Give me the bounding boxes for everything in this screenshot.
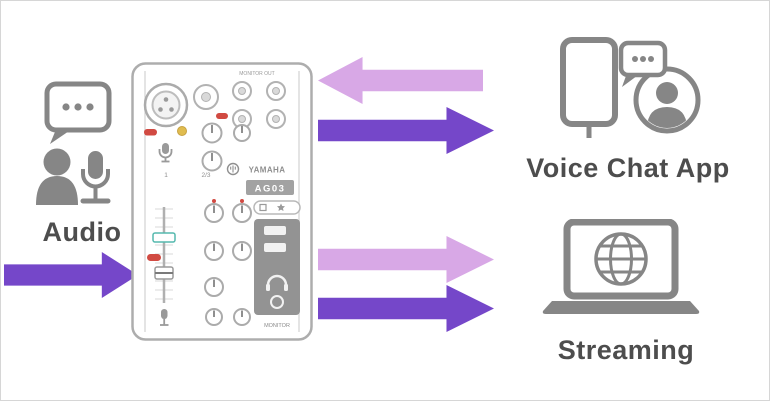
speech-bubble-icon	[44, 81, 112, 144]
io-panel	[254, 219, 300, 315]
to-pc-switch	[264, 226, 286, 235]
smartphone-icon	[560, 37, 618, 138]
mic-stand-print-icon	[160, 309, 169, 326]
arrow-audio-to-mixer	[4, 252, 138, 298]
fader-ch-frame	[152, 232, 176, 243]
mute-switch-red	[147, 254, 161, 261]
brand-text: YAMAHA	[249, 166, 286, 175]
mixer-device: MONITOR OUT	[131, 62, 313, 341]
mic-print-icon	[158, 143, 173, 163]
microphone-icon	[80, 151, 111, 204]
channel-23-label: 2/3	[201, 172, 210, 179]
phones-jack	[270, 295, 284, 309]
arrow-mixer-to-streaming-upper	[318, 236, 494, 283]
mix-knobs	[204, 199, 252, 326]
audio-label: Audio	[42, 217, 122, 247]
gain-indicator-yellow	[177, 126, 187, 136]
channel-1-label: 1	[164, 172, 168, 179]
level-switch-red	[216, 113, 228, 119]
yamaha-tuning-fork-logo-icon	[226, 162, 240, 176]
pad-switch-red	[144, 129, 157, 136]
input-mix-switch	[264, 243, 286, 252]
combo-input-jack	[143, 82, 189, 128]
effect-star-icon	[277, 203, 285, 211]
globe-icon	[594, 232, 648, 286]
chat-bubble-icon	[618, 40, 668, 87]
audio-person-mic-icon	[36, 81, 112, 205]
headphone-icon	[266, 274, 288, 291]
arrow-voicechat-to-mixer	[318, 57, 483, 104]
model-badge	[246, 180, 294, 195]
model-text: AG03	[255, 184, 286, 195]
monitor-label: MONITOR	[264, 323, 290, 329]
monitor-out-label: MONITOR OUT	[239, 71, 274, 77]
channel-fader	[147, 207, 176, 303]
voice-chat-app-label: Voice Chat App	[526, 153, 730, 183]
streaming-laptop-icon	[542, 219, 700, 314]
laptop-base	[542, 301, 700, 314]
effect-switch	[253, 200, 301, 215]
streaming-label: Streaming	[557, 335, 695, 365]
arrow-mixer-to-voicechat	[318, 107, 494, 154]
gain-knobs	[201, 122, 251, 172]
person-in-circle-icon	[633, 66, 701, 134]
monitor-out-jacks	[232, 81, 286, 129]
person-icon	[36, 148, 78, 205]
arrow-mixer-to-streaming-lower	[318, 285, 494, 332]
voice-chat-icon	[560, 37, 701, 138]
